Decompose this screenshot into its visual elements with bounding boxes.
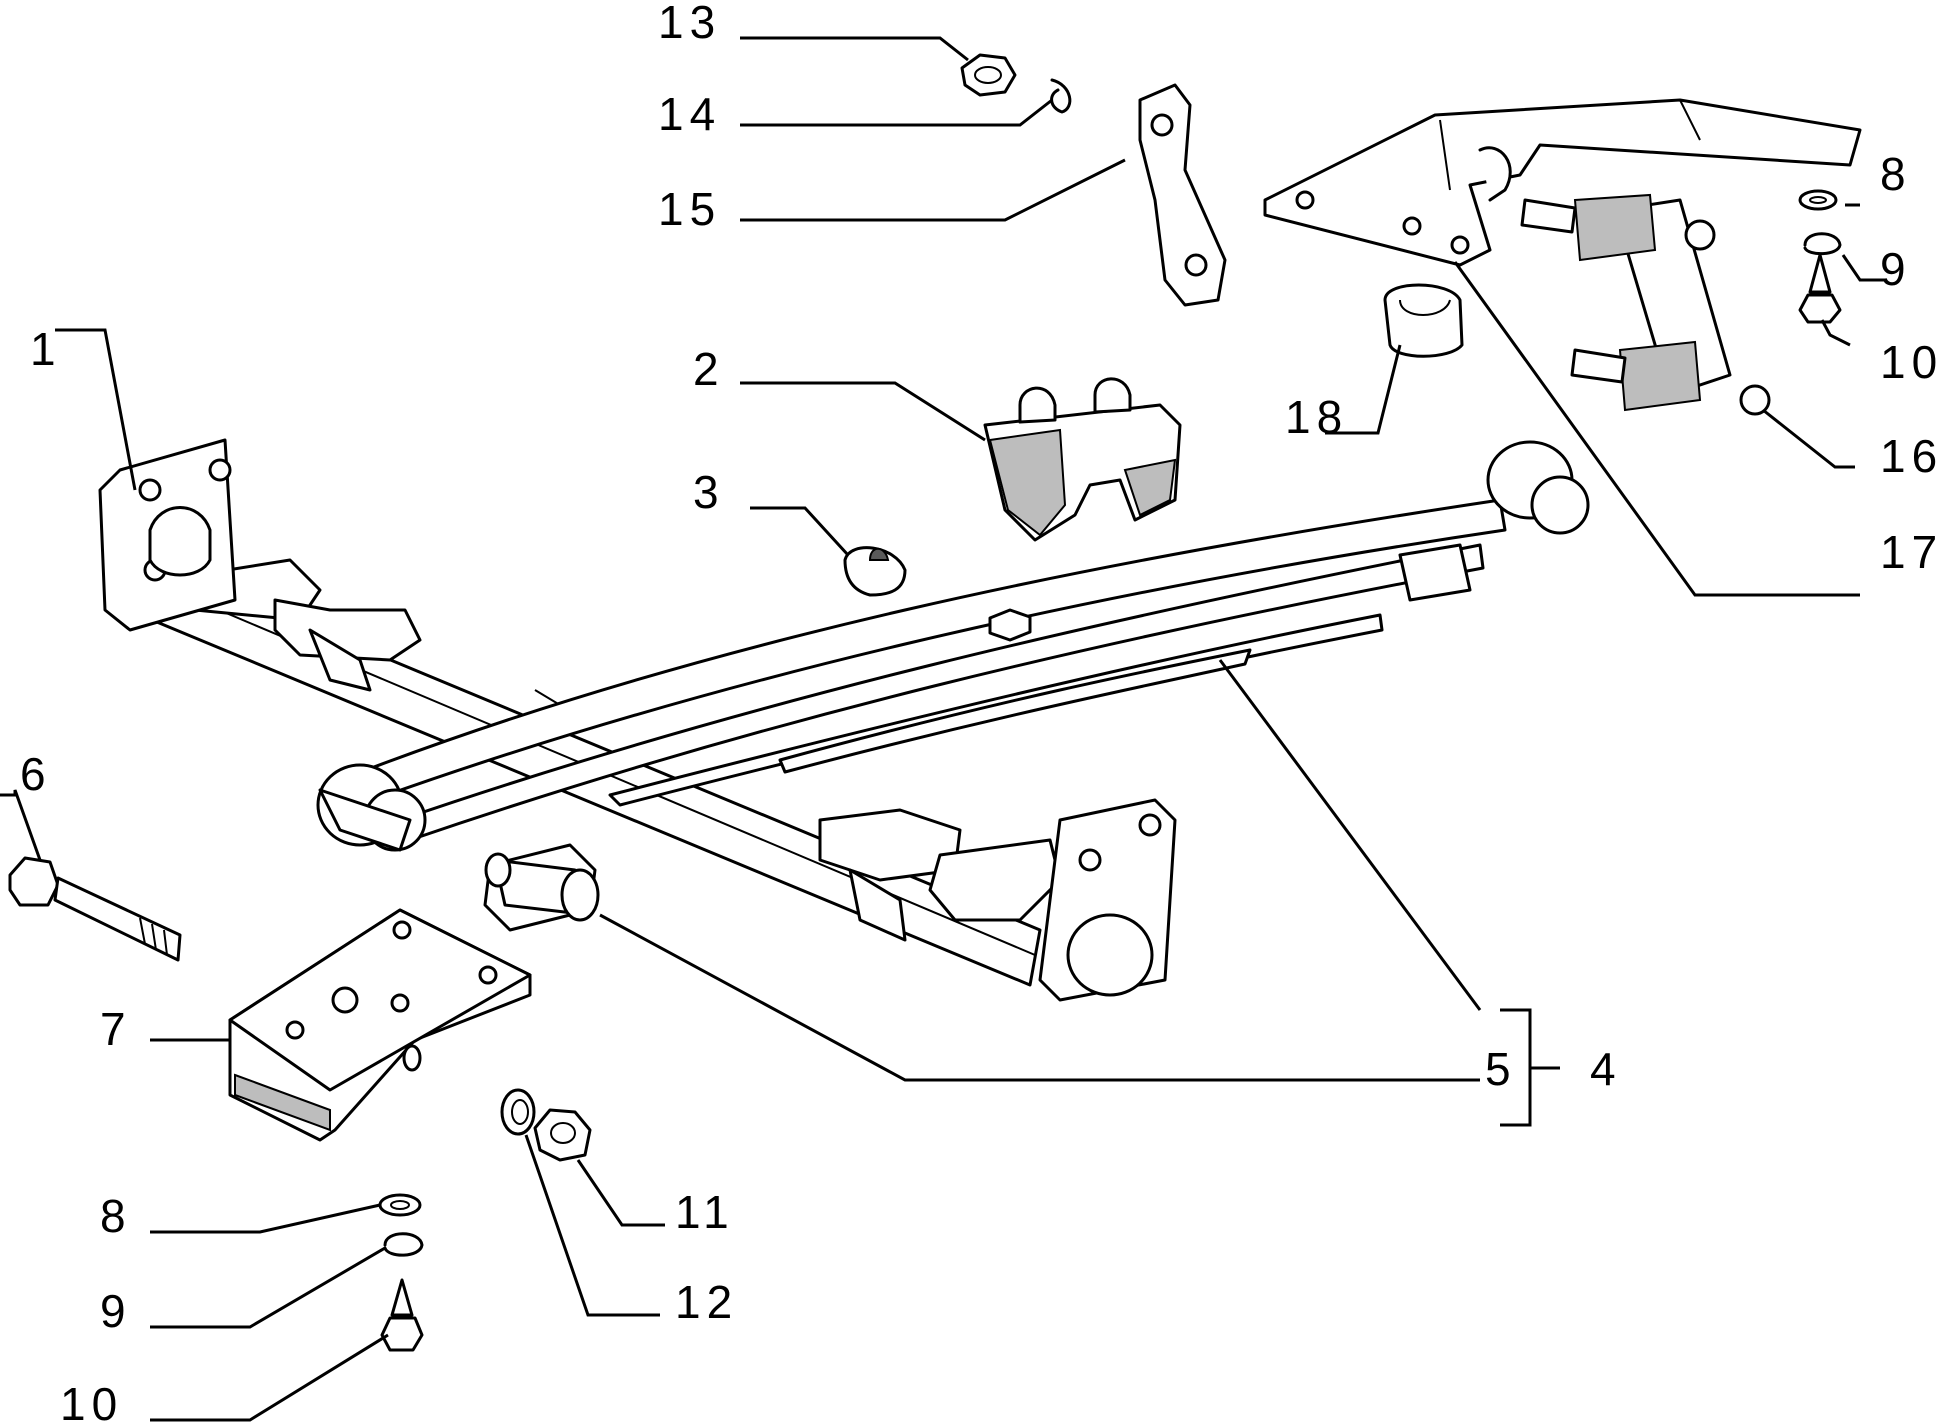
callout-3: 3 xyxy=(693,466,725,518)
callout-14: 14 xyxy=(658,88,721,140)
leaf-spring xyxy=(316,440,1590,932)
callout-2: 2 xyxy=(693,343,725,395)
rubber-buffer-3 xyxy=(843,546,907,597)
bushing-18 xyxy=(1383,283,1464,358)
washer-9-top xyxy=(1803,232,1842,256)
nut-11 xyxy=(533,1108,592,1162)
leader-lines xyxy=(0,36,1885,1422)
washer-8-bottom xyxy=(378,1193,422,1217)
callout-1: 1 xyxy=(30,323,62,375)
callout-8-top: 8 xyxy=(1880,148,1912,200)
right-mounting-plate xyxy=(1038,798,1177,1002)
callout-11: 11 xyxy=(675,1186,735,1238)
mounting-frame-17 xyxy=(1263,98,1862,267)
callout-7: 7 xyxy=(100,1003,132,1055)
washer-9-bottom xyxy=(383,1232,424,1257)
callout-17: 17 xyxy=(1880,526,1943,578)
screw-10-top xyxy=(1798,253,1842,324)
callout-8-bottom: 8 xyxy=(100,1190,132,1242)
washer-12 xyxy=(500,1088,536,1136)
callout-10-top: 10 xyxy=(1880,336,1943,388)
callout-5: 5 xyxy=(1485,1043,1517,1095)
strap-15 xyxy=(1138,83,1227,307)
shackle-16 xyxy=(1520,193,1771,416)
bracket-block-7 xyxy=(228,908,532,1142)
bolt-6 xyxy=(8,856,182,962)
callout-9-bottom: 9 xyxy=(100,1285,132,1337)
washer-8-top xyxy=(1798,189,1838,211)
callout-16: 16 xyxy=(1880,430,1943,482)
callout-9-top: 9 xyxy=(1880,243,1912,295)
washer-14 xyxy=(1050,78,1072,114)
bump-stop-bracket-2 xyxy=(983,377,1182,542)
callout-10-bottom: 10 xyxy=(60,1378,123,1426)
callout-15: 15 xyxy=(658,183,721,235)
screw-10-bottom xyxy=(380,1278,424,1352)
callout-12: 12 xyxy=(675,1276,738,1328)
callout-4: 4 xyxy=(1590,1043,1622,1095)
callout-18: 18 xyxy=(1285,391,1348,443)
left-mounting-plate xyxy=(98,438,237,632)
spring-bushing xyxy=(484,852,600,922)
callout-6: 6 xyxy=(20,748,52,800)
nut-13 xyxy=(960,53,1017,97)
callout-13: 13 xyxy=(658,0,721,48)
